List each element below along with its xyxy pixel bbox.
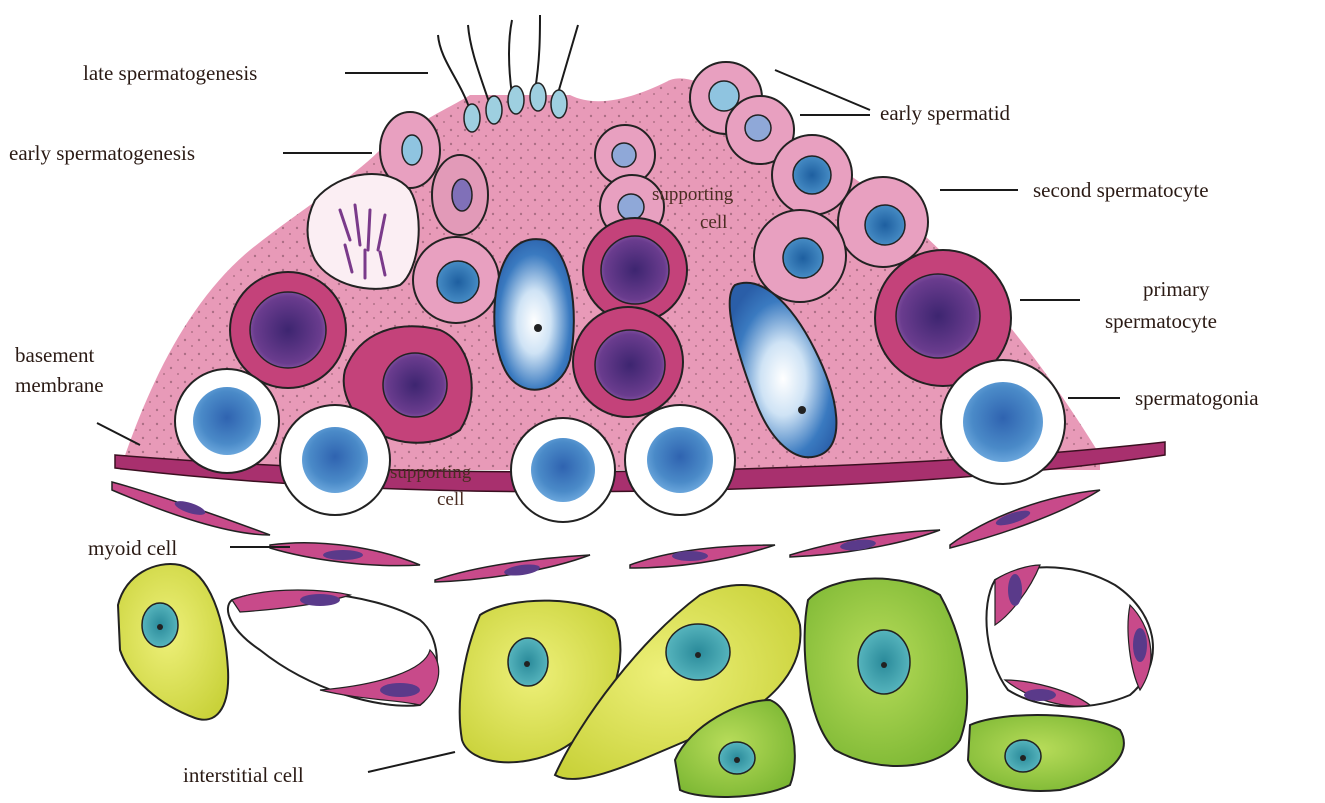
label-spermatogonia: spermatogonia — [1135, 386, 1259, 410]
label-primary-spermatocyte-line2: spermatocyte — [1105, 309, 1217, 333]
label-early-spermatid: early spermatid — [880, 101, 1011, 125]
label-myoid-cell: myoid cell — [88, 536, 177, 560]
label-primary-spermatocyte-line1: primary — [1143, 277, 1210, 301]
label-supporting-cell-lower-line1: supporting — [390, 462, 472, 483]
label-supporting-cell-lower-line2: cell — [437, 489, 464, 510]
dividing-cell — [308, 174, 419, 289]
label-supporting-cell-upper-line2: cell — [700, 212, 727, 233]
label-basement-membrane-line1: basement — [15, 343, 94, 367]
label-late-spermatogenesis: late spermatogenesis — [83, 61, 257, 85]
label-second-spermatocyte: second spermatocyte — [1033, 178, 1209, 202]
label-basement-membrane-line2: membrane — [15, 373, 104, 397]
label-interstitial-cell: interstitial cell — [183, 763, 304, 787]
label-supporting-cell-upper-line1: supporting — [652, 184, 734, 205]
label-early-spermatogenesis: early spermatogenesis — [9, 141, 195, 165]
